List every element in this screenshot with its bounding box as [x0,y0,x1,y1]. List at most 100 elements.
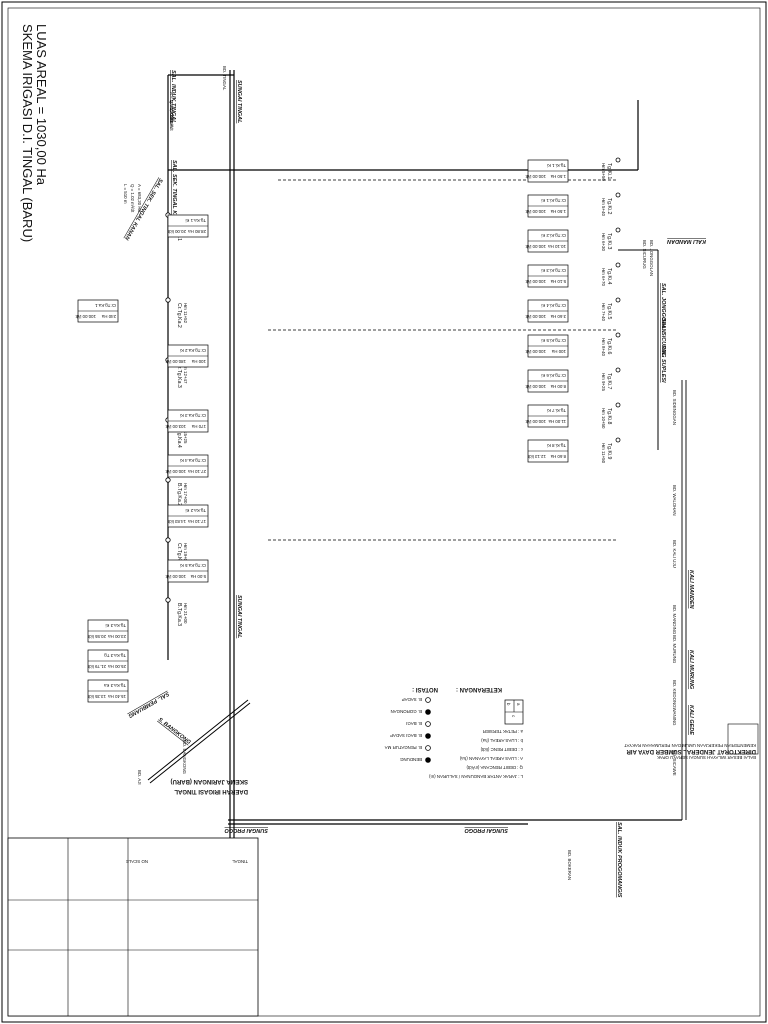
structure-hm: Hm 11+52 [183,303,188,324]
bd-tingal-label: BD. TINGAL [222,66,227,91]
tertiary-box-top-name: Tg.Ki.1 Ki [547,163,566,168]
tertiary-box-top-area: 1.50 Ha [550,174,566,179]
tertiary-box-q: 13.35 l/dt [87,694,106,699]
river-label-kali-murung: KALI MURUNG [688,650,694,690]
notasi-item: B. BAGI [406,721,422,726]
structure-symbol [165,297,171,303]
tg-ki-node: Tg.Ki.5Hm 7+40 [601,297,621,321]
keterangan-box-b: b [506,703,511,706]
keterangan-title: KETERANGAN : [456,686,502,692]
notasi-symbol [425,745,431,751]
structure-name: B.Tg.Ka.2 [176,483,182,506]
induk-l: L = 608 m [169,108,174,128]
notasi-symbol [425,733,431,739]
tertiary-box-top-area: 3.60 Ha [550,314,566,319]
tg-ki-node-hm: Hm 7+40 [601,303,606,321]
tertiary-box-name: Cr.Tg.Ka.1 [94,303,116,308]
channel-label-suplesi: SAL. SUPLESI [660,345,666,383]
bd-murung: BD. MURUNG [672,635,677,664]
tertiary-box-q: 20.00 l/dt [167,229,186,234]
tg-ki-node-hm: Hm 6+70 [601,268,606,286]
keterangan-item: L : JARAK ANTAR BANGUNAN / SALURAN (m) [429,774,523,779]
tg-ki-node: Tg.Ki.4Hm 6+70 [601,262,621,286]
tertiary-box-top-name: Cr.Tg.Ki.1 Ki [541,198,566,203]
tertiary-box-name: Tg.Ka.3 Ki [105,623,126,628]
bd-jonggolan-label: BD. JONGGOLAN [649,240,654,276]
tertiary-box-q: 100.00 l/dt [75,314,96,319]
tertiary-box-top-q: 100.00 l/dt [525,419,546,424]
notasi-symbol [425,757,431,763]
structure-symbol [165,537,171,543]
channel-induk-tingal: SAL. INDUK TINGAL BD. TINGAL A = 1030,00… [167,66,234,170]
river-label-progo-1: SUNGAI PROGO [224,827,268,833]
river-sungai-progo: SUNGAI PROGO SUNGAI PROGO [224,819,528,833]
tertiary-box-top-name: Cr.Tg.Ki.3 Ki [541,268,566,273]
river-label-kali-mandan: KALI MANDAN [666,238,706,244]
bd-sicurug-label: BD. SICURUG [642,240,647,269]
tertiary-box-top-q: 100.00 l/dt [525,349,546,354]
tb-agency1: KEMENTERIAN PEKERJAAN UMUM DAN PERUMAHAN… [624,743,756,748]
bd-kali-uju: BD. KALI UJU [672,540,677,568]
tg-ki-chain [268,179,618,541]
structure-hm: Hm 21+00 [183,603,188,624]
structure-hm: Hm 17+00 [183,483,188,504]
notasi-item: BENDUNG [399,757,422,762]
bd-sicawe: BD. SICAWE [672,750,677,776]
tertiary-box-q: 100.00 l/dt [165,574,186,579]
keterangan-item: a : PETAK TERSIER [483,729,523,734]
bd-sidenggan: BD. SIDENGGAN [672,390,677,425]
channel-label-tingal-kiri: SAL. SEK. TINGAL KIRI [171,160,177,222]
bd-manding: BD. MANDING [672,605,677,635]
induk-a: A = 1030,00 Ha [169,92,174,123]
structure-name: Cr.Tg.Ka.5 [176,543,182,568]
notasi-symbol [425,721,431,727]
tertiary-box-area: 5.00 Ha [190,574,206,579]
tb-agency2: DIREKTORAT JENDERAL SUMBER DAYA AIR [626,748,756,754]
keterangan-box-a: a [516,703,521,706]
river-label-tingal-1: SUNGAI TINGAL [236,80,242,124]
channel-label-jonggolan: SAL. JONGGOLAN [660,283,666,334]
tg-ki-node-hm: Hm 9+25 [601,373,606,391]
tertiary-box-q: 180.00 l/dt [165,359,186,364]
bendung-row: BD. SIDENGGAN BD. WALOHAN BD. KALI UJU B… [666,238,706,820]
structure-name: Cr.Tg.Ka.2 [176,303,182,328]
kanan-l: L = 510 m [123,184,128,204]
tg-ki-node-hm: Hm 6+30 [601,233,606,251]
structure-symbol [165,477,171,483]
structure-hm: Hm 12+47 [183,363,188,384]
structure-name: Cr.Tg.Ka.4 [176,423,182,448]
tg-ki-node-hm: Hm 5+50 [601,163,606,181]
tg-ki-node: Tg.Ki.6Hm 8+40 [601,332,621,356]
notasi-item: B. PENGATUR MA [385,745,422,750]
notasi-item: B. BAGI SADAP [390,733,422,738]
tertiary-box-top-name: Tg.Ki.8 Ki [547,443,566,448]
kanan-a: A = 683,20 Ha [137,184,142,213]
notasi-symbol [425,697,431,703]
tertiary-box-area: 27.10 Ha [188,469,206,474]
title-line2: LUAS AREAL = 1030,00 Ha [34,24,49,186]
tg-ki-node: Tg.Ki.2Hm 5+40 [601,192,621,216]
tertiary-box-name: Cr.Tg.Ka.3 Ki [180,413,206,418]
tg-ki-node-name: Tg.Ki.6 [606,338,612,355]
tg-ki-node-name: Tg.Ki.8 [606,408,612,425]
bd-walohan: BD. WALOHAN [672,485,677,516]
